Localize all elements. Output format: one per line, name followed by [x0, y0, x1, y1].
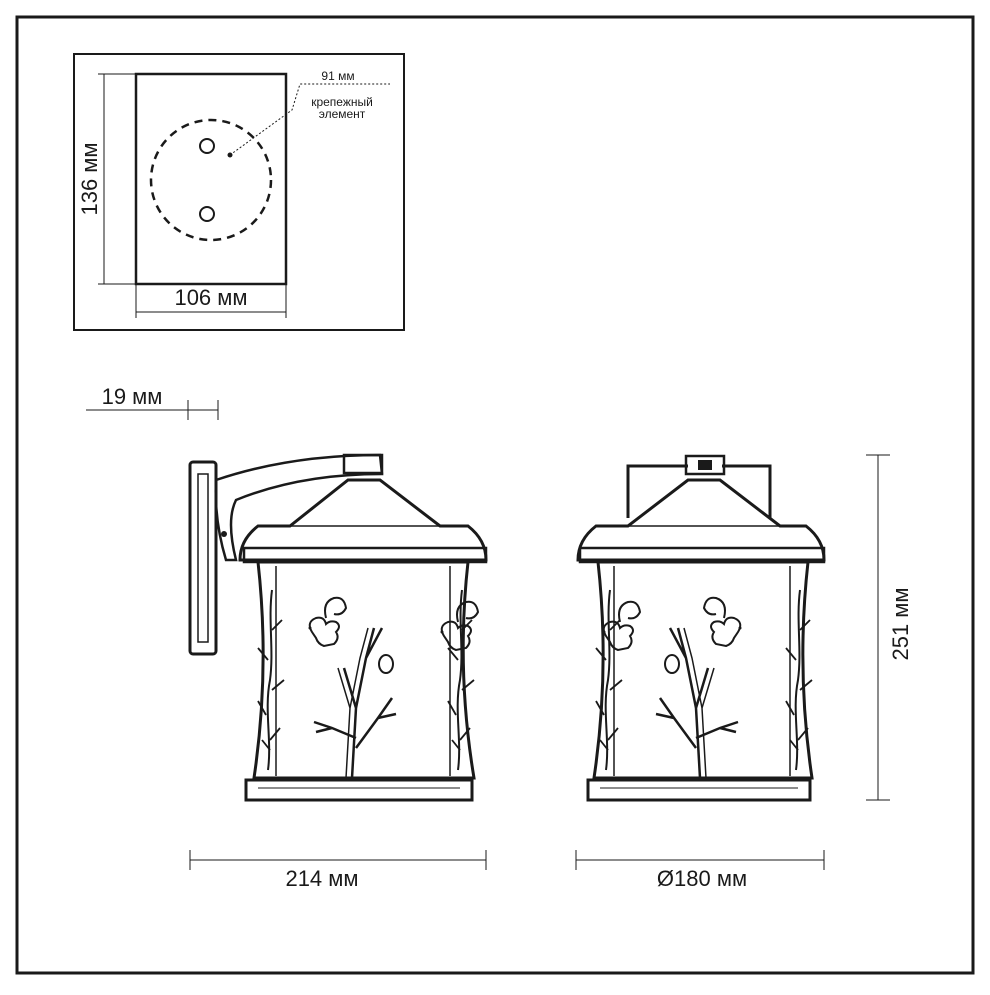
front-acorn-decoration — [664, 654, 680, 674]
mounting-plate-detail: 136 мм 106 мм 91 мм крепежный элемент — [73, 53, 405, 331]
side-base — [244, 778, 474, 802]
front-base — [586, 778, 812, 802]
wall-arm — [214, 453, 384, 562]
plate-width-label: 106 мм — [174, 285, 247, 310]
side-glass-body — [252, 560, 476, 780]
front-height-label: 251 мм — [888, 587, 913, 660]
front-hook — [684, 454, 726, 476]
sheet-border — [15, 15, 975, 975]
wall-plate-inner — [197, 473, 209, 643]
side-squirrel-right-decoration — [439, 600, 479, 651]
fastener-leader-line — [229, 83, 390, 156]
offset-label: 19 мм — [102, 384, 163, 409]
front-hanger — [626, 464, 772, 518]
mounting-hole-top — [199, 138, 215, 154]
front-glass-body — [592, 560, 814, 780]
mounting-hole-bottom — [199, 206, 215, 222]
fastener-circle — [149, 118, 273, 242]
front-diameter-label: Ø180 мм — [657, 866, 747, 891]
detail-frame — [73, 53, 405, 331]
side-tree-decoration — [312, 626, 398, 780]
fastener-label-line1: крепежный — [311, 95, 373, 109]
side-view: 19 мм 214 мм — [86, 384, 488, 891]
mounting-plate — [134, 72, 288, 286]
side-width-label: 214 мм — [285, 866, 358, 891]
front-hook-nut — [698, 460, 712, 470]
side-acorn-decoration — [378, 654, 394, 674]
front-tree-decoration — [654, 626, 740, 780]
front-view: 251 мм Ø180 мм — [575, 454, 913, 891]
arm-hook — [342, 453, 384, 475]
fastener-label-line2: элемент — [319, 107, 366, 121]
wall-screw — [221, 531, 227, 537]
front-squirrel-decoration — [703, 596, 743, 647]
fastener-circle-diameter-label: 91 мм — [321, 69, 354, 83]
plate-height-label: 136 мм — [77, 142, 102, 215]
wall-plate — [188, 460, 218, 656]
side-squirrel-decoration — [307, 596, 347, 647]
